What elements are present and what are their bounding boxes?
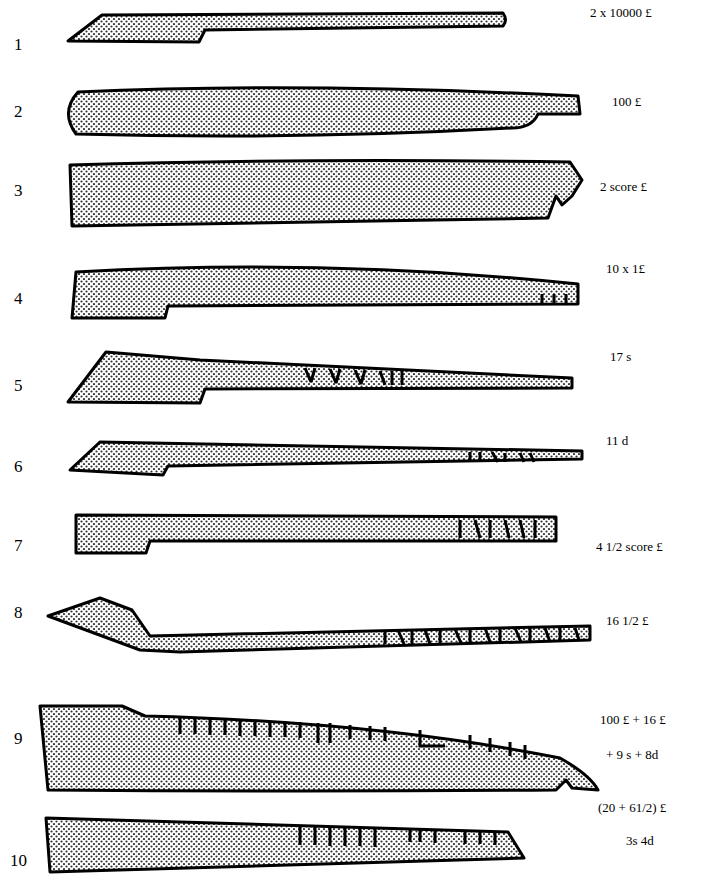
callout-number: 9 <box>14 730 23 749</box>
value-label: 16 1/2 £ <box>606 614 649 628</box>
value-label: + 9 s + 8d <box>606 748 658 762</box>
value-label: 17 s <box>610 350 631 364</box>
callout-number: 4 <box>14 290 23 309</box>
value-label: 100 £ <box>612 95 641 109</box>
callout-number: 10 <box>10 852 27 871</box>
value-label: 3s 4d <box>626 834 654 848</box>
value-label: 10 x 1£ <box>606 262 645 276</box>
value-label: 4 1/2 score £ <box>596 540 663 554</box>
callout-number: 3 <box>14 182 23 201</box>
value-label: 100 £ + 16 £ <box>600 713 666 727</box>
value-label: 11 d <box>606 434 628 448</box>
callout-number: 5 <box>14 377 23 396</box>
callout-number: 1 <box>14 36 23 55</box>
callout-number: 8 <box>14 604 23 623</box>
value-label: 2 x 10000 £ <box>590 6 652 20</box>
callout-number: 6 <box>14 458 23 477</box>
callout-number: 7 <box>14 537 23 556</box>
value-label: (20 + 61/2) £ <box>598 801 666 815</box>
value-label: 2 score £ <box>600 180 647 194</box>
callout-number: 2 <box>14 103 23 122</box>
